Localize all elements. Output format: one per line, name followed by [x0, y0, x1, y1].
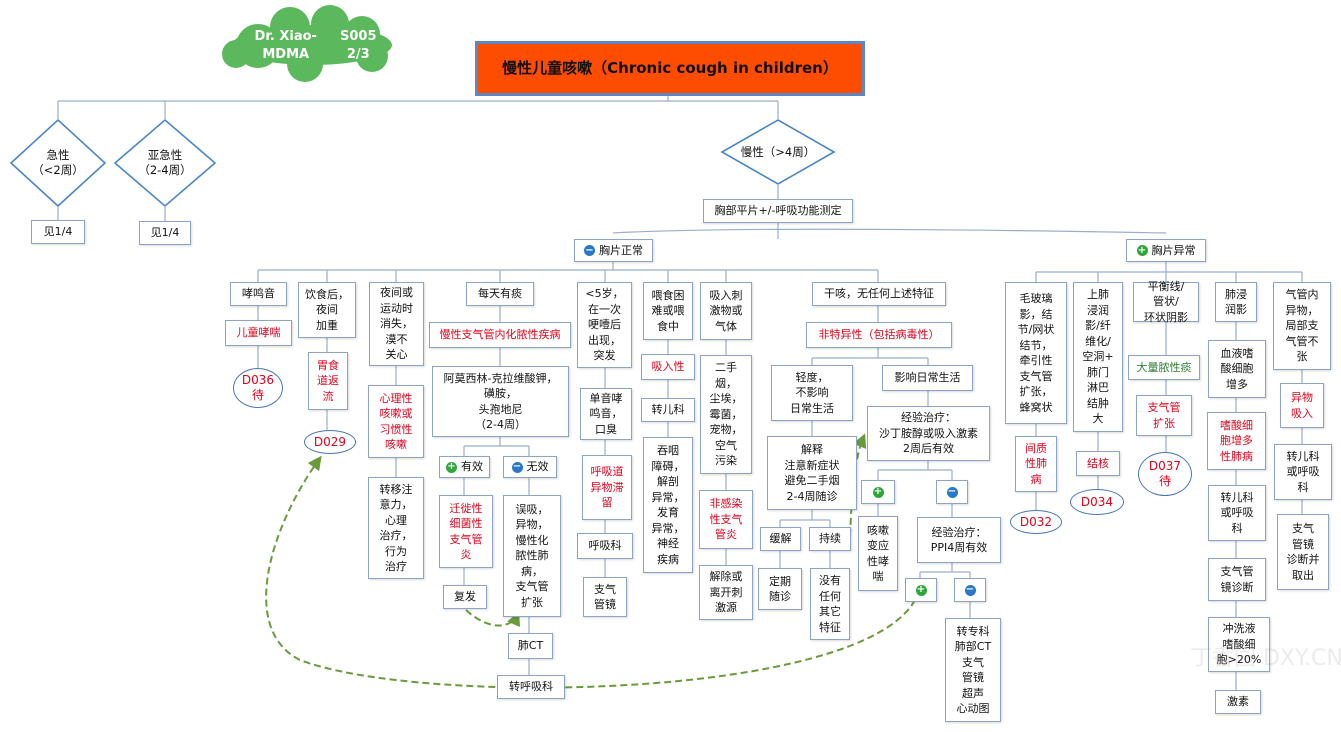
steroids: 激素	[1215, 690, 1261, 714]
irritant-list: 二手 烟， 尘埃， 霉菌， 宠物， 空气 污染	[700, 355, 752, 474]
no-other-features: 没有 任何 其它 特征	[810, 568, 850, 640]
bronchiectasis: 支气管 扩张	[1136, 395, 1192, 436]
acute-diamond: 急性 （<2周）	[32, 148, 84, 177]
trial-salbutamol-ics: 经验治疗： 沙丁胺醇或吸入激素 2周后有效	[867, 406, 990, 461]
lung-infiltrate: 肺浸 润影	[1215, 282, 1257, 322]
tracheal-foreign-body: 气管内 异物， 局部支 气管不 张	[1273, 282, 1331, 370]
abx-ineffective: − 无效	[503, 456, 557, 478]
eosinophilic-lung-disease: 嗜酸细 胞增多 性肺病	[1207, 412, 1266, 470]
gerd: 胃食 道返 流	[308, 352, 348, 410]
antibiotics: 阿莫西林-克拉维酸钾， 磺胺， 头孢地尼 （2-4周）	[432, 366, 569, 437]
relapse: 复发	[443, 585, 487, 609]
minus-icon: −	[964, 584, 976, 596]
author-cloud: Dr. Xiao-MDMA S005 2/3	[240, 24, 385, 68]
explain-followup: 解释 注意新症状 避免二手烟 2-4周随诊	[767, 436, 857, 510]
see-1-4-acute: 见1/4	[31, 220, 85, 244]
respiratory-dept: 呼吸科	[577, 533, 633, 559]
chest-ct: 肺CT	[508, 633, 553, 659]
tuberculosis: 结核	[1076, 451, 1120, 476]
see-1-4-subacute: 见1/4	[139, 221, 191, 245]
d034-ellipse: D034	[1070, 489, 1124, 515]
bronchoscopy-removal: 支气 管镜 诊断并 取出	[1277, 514, 1329, 590]
upper-lobe-infiltrate: 上肺 浸润 影/纤 维化/ 空洞+ 肺门 淋巴 结肿 大	[1073, 282, 1123, 432]
wheeze: 哮鸣音	[230, 282, 287, 306]
aspiration-type: 吸入性	[641, 354, 695, 380]
dry-cough: 干咳，无任何上述特征	[812, 282, 946, 306]
plus-icon: +	[446, 461, 457, 473]
cxr-normal-label: 胸片正常	[599, 243, 643, 257]
chest-xray-pft: 胸部平片+/-呼吸功能测定	[703, 199, 853, 223]
monophonic-wheeze: 单音哮 鸣音， 口臭	[580, 388, 632, 440]
ground-glass: 毛玻璃 影，结 节/网状 结节， 牵引性 支气管 扩张， 蜂窝状	[1005, 282, 1067, 424]
distraction-therapy: 转移注 意力， 心理 治疗， 行为 治疗	[368, 477, 424, 579]
tree-lines	[57, 96, 1303, 690]
daily-sputum: 每天有痰	[466, 282, 534, 306]
childhood-asthma: 儿童哮喘	[225, 320, 292, 346]
pbb: 慢性支气管内化脓性疾病	[429, 322, 571, 348]
trial1-negative: −	[936, 480, 968, 504]
minus-icon: −	[946, 486, 958, 498]
chronic-diamond: 慢性（>4周）	[740, 144, 816, 159]
bal-eosinophils: 冲洗液 嗜酸细 胞>20%	[1208, 617, 1270, 672]
cloud-line-1: Dr. Xiao-MDMA	[254, 29, 317, 62]
trial-ppi: 经验治疗： PPI4周有效	[917, 517, 1001, 563]
relieved: 缓解	[760, 527, 801, 551]
foreign-body-aspiration: 异物 吸入	[1280, 383, 1324, 428]
plus-icon: +	[872, 486, 884, 498]
diamonds	[9, 118, 836, 208]
cloud-line-2: S005 2/3	[339, 29, 377, 62]
d037-ellipse: D037 待	[1138, 452, 1192, 496]
cxr-abnormal-label: 胸片异常	[1151, 243, 1196, 257]
plus-icon: +	[1136, 244, 1148, 256]
subacute-diamond: 亚急性 （2-4周）	[138, 148, 192, 177]
remove-irritant: 解除或 离开刺 激源	[699, 565, 753, 620]
ineffective-label: 无效	[526, 460, 549, 474]
plus-icon: +	[915, 584, 927, 596]
d029-ellipse: D029	[304, 430, 356, 454]
persistent-bacterial-bronchitis: 迁徙性 细菌性 支气管 炎	[439, 495, 493, 568]
noninfectious-bronchitis: 非感染 性支气 管炎	[699, 490, 753, 549]
abx-effective: + 有效	[439, 456, 490, 478]
affects-daily-life: 影响日常生活	[882, 365, 973, 391]
refer-specialist: 转专科 肺部CT 支气 管镜 超声 心动图	[945, 618, 1001, 722]
peds-or-resp-2: 转儿科 或呼吸 科	[1274, 444, 1332, 500]
night-cough: 夜间或 运动时 消失， 漠不 关心	[369, 282, 424, 366]
tram-track: 平衡线/ 管状/ 环状阴影	[1133, 280, 1199, 324]
cxr-normal: − 胸片正常	[574, 239, 653, 262]
persists: 持续	[809, 527, 851, 551]
purulent-sputum: 大量脓性痰	[1128, 355, 1200, 380]
minus-icon: −	[584, 244, 595, 256]
under-5-choking: <5岁， 在一次 哽噎后 出现， 突发	[577, 282, 632, 368]
minus-icon: −	[511, 461, 523, 473]
d032-ellipse: D032	[1010, 510, 1062, 534]
trial2-negative: −	[954, 578, 986, 602]
regular-followup: 定期 随诊	[758, 568, 802, 610]
trial1-positive: +	[861, 480, 895, 504]
airway-foreign-body: 呼吸道 异物滞 留	[582, 455, 632, 520]
trial2-positive: +	[905, 578, 937, 602]
to-respiratory: 转呼吸科	[497, 675, 565, 699]
cloud-shape	[222, 5, 392, 82]
feeding-difficulty: 喂食困 难或喂 食中	[643, 282, 693, 340]
blood-eosinophilia: 血液嗜 酸细胞 增多	[1208, 340, 1266, 398]
aspiration-list: 误吸， 异物， 慢性化 脓性肺 病， 支气管 扩张	[503, 495, 561, 617]
nonspecific-cough: 非特异性（包括病毒性）	[806, 322, 952, 348]
peds-or-resp: 转儿科 或呼吸 科	[1208, 485, 1266, 541]
effective-label: 有效	[461, 460, 483, 474]
bronchoscopy-dx: 支气管 镜诊断	[1208, 558, 1266, 601]
swallow-disorder: 吞咽 障碍， 解剖 异常， 发育 异常， 神经 疾病	[643, 437, 693, 573]
bronchoscopy-fb: 支气 管镜	[583, 577, 627, 617]
after-meal: 饮食后， 夜间 加重	[298, 282, 356, 338]
to-pediatrics: 转儿科	[641, 398, 695, 422]
interstitial-lung-disease: 间质 性肺 病	[1015, 436, 1057, 492]
d036-ellipse: D036 待	[233, 368, 283, 408]
page-title: 慢性儿童咳嗽（Chronic cough in children）	[475, 41, 865, 96]
mild-cough: 轻度， 不影响 日常生活	[771, 365, 853, 421]
cough-variant-asthma: 咳嗽 变应 性哮 喘	[858, 516, 898, 591]
psychogenic-cough: 心理性 咳嗽或 习惯性 咳嗽	[368, 385, 424, 458]
irritant-inhalation: 吸入刺 激物或 气体	[700, 282, 752, 340]
cxr-abnormal: + 胸片异常	[1126, 239, 1206, 262]
